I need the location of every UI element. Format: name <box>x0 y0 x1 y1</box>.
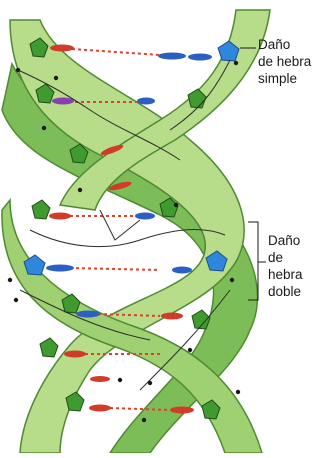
base-red <box>170 407 194 414</box>
phosphate-dot <box>118 378 122 382</box>
bond-line <box>70 268 160 270</box>
base-red <box>90 376 110 382</box>
phosphate-dot <box>16 68 20 72</box>
backbone-line <box>100 210 140 240</box>
base-red <box>161 313 183 320</box>
label-line: de hebra <box>258 53 311 70</box>
double-strand-damage-label: Daño de hebra doble <box>268 232 321 300</box>
phosphate-dot <box>8 278 12 282</box>
phosphate-dot <box>42 126 46 130</box>
label-line: doble <box>268 283 321 300</box>
base-blue <box>137 98 155 105</box>
base-blue <box>158 53 186 60</box>
single-strand-damage-label: Daño de hebra simple <box>258 36 311 87</box>
bond-line <box>72 49 160 55</box>
base-blue <box>46 265 74 272</box>
label-line: Daño <box>268 232 321 249</box>
label-line: Daño <box>258 36 311 53</box>
base-blue <box>135 213 155 220</box>
base-red <box>49 213 71 220</box>
phosphate-dot <box>54 76 58 80</box>
phosphate-dot <box>188 348 192 352</box>
base-red <box>64 351 86 358</box>
phosphate-dot <box>14 298 18 302</box>
phosphate-dot <box>78 188 82 192</box>
base-blue <box>188 54 212 61</box>
label-line: simple <box>258 70 311 87</box>
phosphate-dot <box>236 390 240 394</box>
sugar-pentagon <box>32 200 50 219</box>
base-red <box>50 45 74 52</box>
base-purple <box>52 98 74 105</box>
phosphate-dot <box>142 418 146 422</box>
base-blue <box>76 311 100 318</box>
base-red <box>89 405 111 412</box>
phosphate-dot <box>148 381 152 385</box>
sugar-pentagon <box>40 338 58 357</box>
label-line: de hebra <box>268 249 321 283</box>
base-blue <box>172 267 192 274</box>
phosphate-dot <box>174 203 178 207</box>
phosphate-dot <box>230 278 234 282</box>
phosphate-dot <box>234 61 238 65</box>
